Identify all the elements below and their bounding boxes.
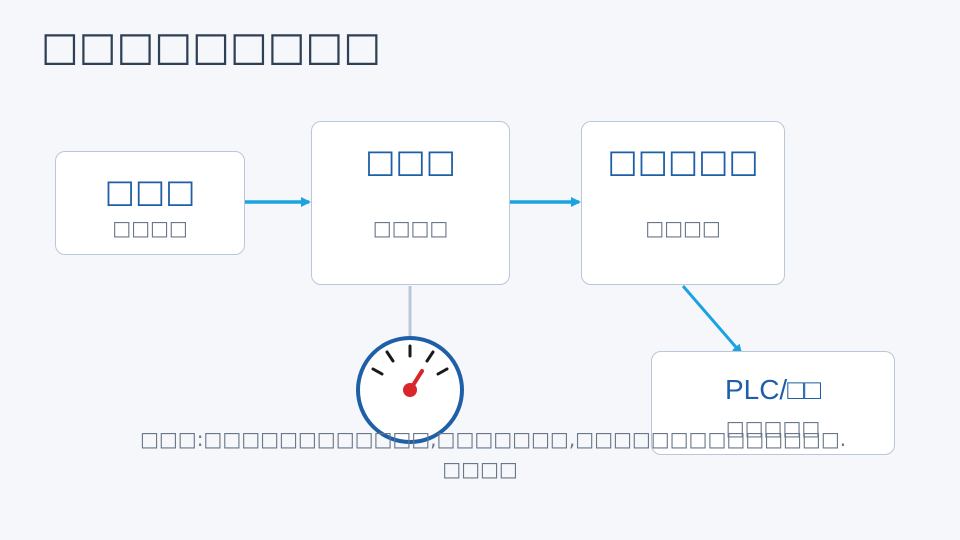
page-title: □□□□□□□□□: [41, 24, 382, 70]
converter-box-subtitle: □□□□: [645, 216, 721, 240]
converter-box: □□□□□ □□□□: [581, 121, 785, 285]
processor-box-subtitle: □□□□: [372, 216, 449, 240]
plc-box-subtitle: □□□□□: [725, 416, 821, 440]
caption-line-1: □□□:□□□□□□□□□□□□,□□□□□□□,□□□□□□□□□□□□□□.: [140, 427, 847, 451]
converter-box-title: □□□□□: [607, 142, 759, 180]
plc-box-title: PLC/□□: [724, 374, 822, 405]
processor-box-title: □□□: [365, 142, 456, 180]
source-box: □□□ □□□□: [55, 151, 245, 255]
arrow-converter-to-plc: [681, 285, 743, 355]
plc-box: PLC/□□ □□□□□: [651, 351, 895, 455]
caption: □□□:□□□□□□□□□□□□,□□□□□□□,□□□□□□□□□□□□□□.…: [140, 424, 847, 484]
gauge-icon: [356, 336, 464, 444]
source-box-subtitle: □□□□: [112, 216, 188, 240]
source-box-title: □□□: [104, 172, 196, 210]
processor-box: □□□ □□□□: [311, 121, 510, 285]
caption-line-2: □□□□: [442, 457, 518, 481]
